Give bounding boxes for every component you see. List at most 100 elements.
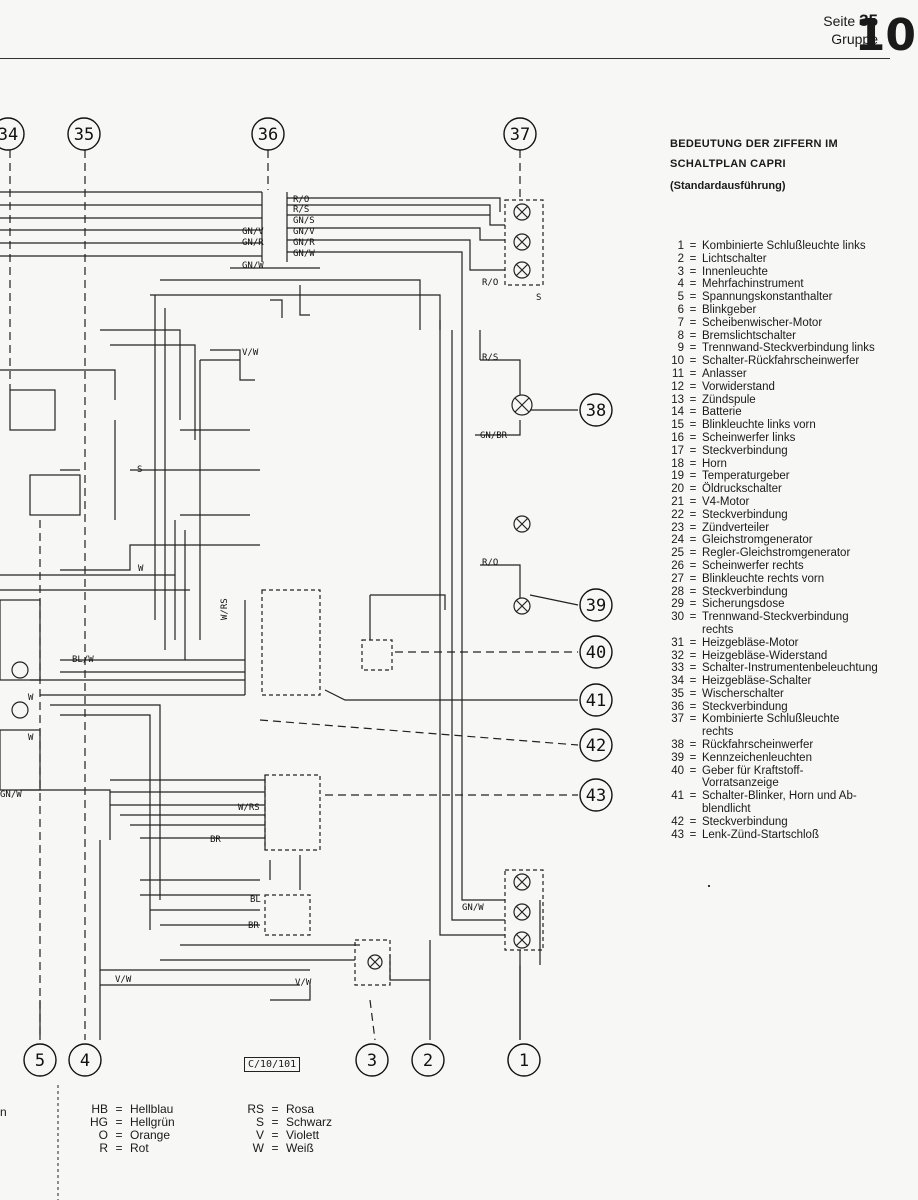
wire-label-gns: GN/S — [293, 216, 315, 226]
legend-item-equals: = — [689, 675, 697, 688]
callout-3: 3 — [367, 1051, 377, 1071]
legend-item-equals: = — [689, 547, 697, 560]
color-name: Violett — [286, 1128, 320, 1142]
color-name: Rot — [130, 1141, 149, 1155]
legend-item-number: 7 — [677, 316, 684, 329]
color-equals: = — [271, 1128, 279, 1142]
wire-label-w: W — [138, 564, 144, 574]
legend-title: BEDEUTUNG DER ZIFFERN IM SCHALTPLAN CAPR… — [670, 134, 838, 174]
legend-item-number: 6 — [677, 303, 684, 316]
legend-item: 37=Kombinierte Schlußleuchte — [664, 713, 878, 726]
legend-item-text: blendlicht — [702, 803, 751, 816]
color-name: Schwarz — [286, 1115, 333, 1129]
callout-42: 42 — [586, 736, 606, 756]
legend-item-number: 25 — [671, 547, 684, 560]
legend-item-number: 3 — [677, 265, 684, 278]
legend-item: 38=Rückfahrscheinwerfer — [664, 739, 878, 752]
color-abbr: W — [252, 1141, 264, 1155]
legend-item-text: Trennwand-Steckverbindung — [702, 611, 849, 624]
legend-item-text: Batterie — [702, 406, 742, 419]
legend-item: 41=Schalter-Blinker, Horn und Ab- — [664, 790, 878, 803]
legend-item-number: 40 — [671, 764, 684, 777]
legend-item-equals — [684, 624, 702, 637]
legend-item-equals: = — [689, 342, 697, 355]
legend-item-number: 37 — [671, 713, 684, 726]
callout-4: 4 — [80, 1051, 90, 1071]
legend-item: 10=Schalter-Rückfahrscheinwerfer — [664, 355, 878, 368]
legend-item-number: 38 — [671, 739, 684, 752]
legend-item-number — [664, 624, 684, 637]
legend-item: rechts — [664, 726, 878, 739]
legend-item-number: 39 — [671, 751, 684, 764]
legend-item-equals: = — [689, 393, 697, 406]
color-name: Orange — [130, 1128, 171, 1142]
color-code-item: W = Weiß — [234, 1142, 332, 1155]
wire-label-gnr-left: GN/R — [242, 238, 264, 248]
legend-item-text: Innenleuchte — [702, 265, 768, 278]
legend-item: 33=Schalter-Instrumentenbeleuchtung — [664, 662, 878, 675]
legend-item-number: 24 — [671, 534, 684, 547]
legend-item-number: 15 — [671, 419, 684, 432]
legend-item-text: Bremslichtschalter — [702, 329, 796, 342]
speck — [708, 885, 710, 887]
legend-item-equals: = — [689, 790, 697, 803]
wire-label-rs: R/S — [293, 205, 309, 215]
color-name: Weiß — [286, 1141, 314, 1155]
legend-item-equals: = — [689, 751, 697, 764]
legend-item: 9=Trennwand-Steckverbindung links — [664, 342, 878, 355]
legend-item-equals: = — [689, 367, 697, 380]
wire-label-blw: BL/W — [72, 655, 94, 665]
legend-item-equals: = — [689, 483, 697, 496]
legend-item-number: 31 — [671, 636, 684, 649]
legend-item-number: 42 — [671, 815, 684, 828]
legend-item-text: Zündverteiler — [702, 521, 770, 534]
legend-item-number: 1 — [677, 240, 684, 252]
legend-item-text: Scheibenwischer-Motor — [702, 316, 823, 329]
legend-item-text: Geber für Kraftstoff- — [702, 764, 804, 777]
legend-item: 34=Heizgebläse-Schalter — [664, 675, 878, 688]
legend-item: 13=Zündspule — [664, 394, 878, 407]
legend-item-number: 13 — [671, 393, 684, 406]
legend-item-equals: = — [689, 444, 697, 457]
wire-label-wrs: W/RS — [238, 803, 260, 813]
drawing-code: C/10/101 — [244, 1057, 301, 1072]
legend-item-number: 29 — [671, 598, 684, 611]
legend-item-text: Trennwand-Steckverbindung links — [702, 342, 875, 355]
legend-item: 29=Sicherungsdose — [664, 598, 878, 611]
color-equals: = — [271, 1141, 279, 1155]
legend-item-number: 32 — [671, 649, 684, 662]
legend-item-number: 23 — [671, 521, 684, 534]
wire-label-vw: V/W — [115, 975, 132, 985]
legend-item-equals: = — [689, 406, 697, 419]
color-code-item: O=Orange — [78, 1129, 175, 1142]
legend-item: 42=Steckverbindung — [664, 816, 878, 829]
legend-item-text: Schalter-Blinker, Horn und Ab- — [702, 790, 857, 803]
legend-item-text: Blinkgeber — [702, 303, 757, 316]
legend-item-number: 33 — [671, 662, 684, 675]
legend-item: 35=Wischerschalter — [664, 688, 878, 701]
legend-item-equals: = — [689, 470, 697, 483]
legend-item-text: Steckverbindung — [702, 700, 788, 713]
legend-item: 5=Spannungskonstanthalter — [664, 291, 878, 304]
legend-item-text: Anlasser — [702, 367, 747, 380]
wire-label-vw-top: V/W — [242, 348, 259, 358]
legend-item-text: Scheinwerfer rechts — [702, 559, 804, 572]
wire-label-vw-2: V/W — [295, 978, 312, 988]
legend-item-text: Kombinierte Schlußleuchte links — [702, 240, 866, 252]
legend-item-equals: = — [689, 687, 697, 700]
wire-label-gnbr: GN/BR — [480, 431, 508, 441]
legend-item: 30=Trennwand-Steckverbindung — [664, 611, 878, 624]
group-number: 10 — [854, 10, 916, 61]
legend-item-equals: = — [689, 559, 697, 572]
legend-item-text: Steckverbindung — [702, 508, 788, 521]
legend-item: 11=Anlasser — [664, 368, 878, 381]
callout-39: 39 — [586, 596, 606, 616]
legend-item-equals: = — [689, 611, 697, 624]
color-code-item: V=Violett — [234, 1129, 332, 1142]
legend-item: 7=Scheibenwischer-Motor — [664, 317, 878, 330]
page-header: Seite 35 Gruppe — [823, 12, 878, 48]
legend-item-text: rechts — [702, 623, 734, 636]
legend-item: 27=Blinkleuchte rechts vorn — [664, 573, 878, 586]
